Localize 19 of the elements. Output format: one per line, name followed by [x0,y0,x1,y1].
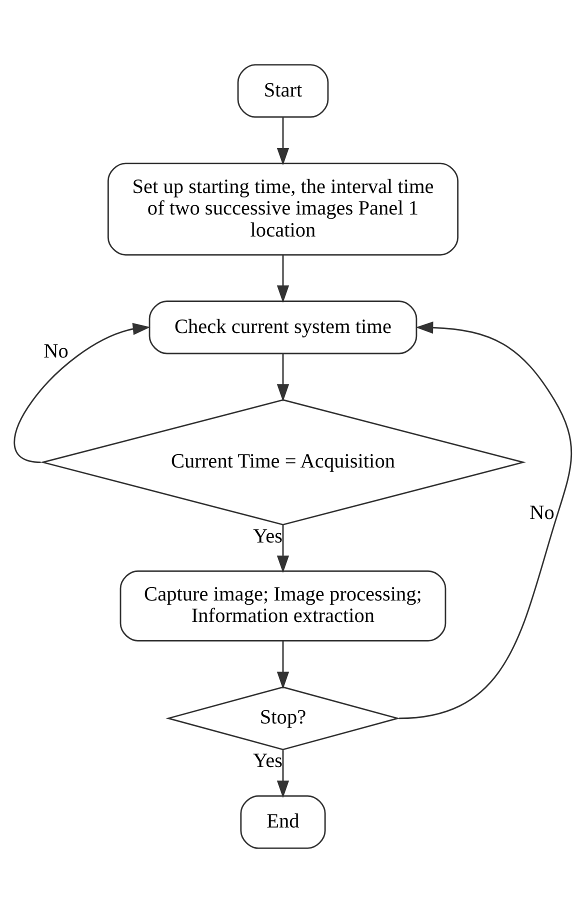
edge-label: Yes [252,524,283,547]
node-box: End [240,794,326,848]
arrow [276,116,290,165]
arrow [276,524,290,572]
edge-label: Yes [252,749,283,772]
arrow [276,640,290,689]
node-diamond: Stop? [166,686,400,750]
node-box: Check current system time [148,300,418,354]
arrow [276,353,290,402]
arrow [14,322,150,463]
edge-label: No [530,502,554,524]
arrow [276,750,290,798]
edge-label: No [44,340,68,362]
node-box: Set up starting time, the interval time of two successive images Panel 1 location [107,162,459,256]
node-box: Start [237,64,329,118]
node-box: Capture image; Image processing; Information extraction [120,570,446,641]
arrow [276,254,290,302]
node-diamond: Current Time = Acquisition [40,398,526,525]
arrow [399,321,572,719]
